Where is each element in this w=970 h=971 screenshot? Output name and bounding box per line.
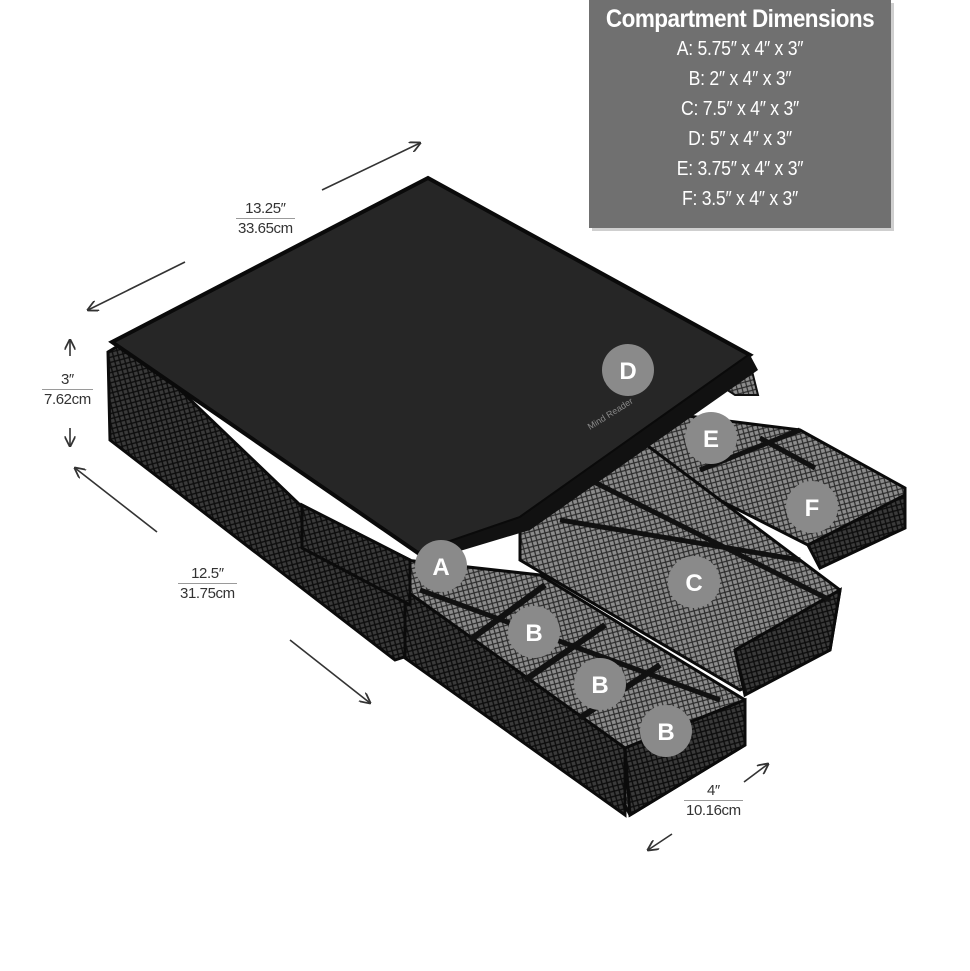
depth-cm: 31.75cm xyxy=(180,585,235,602)
panel-line-d: D: 5″ x 4″ x 3″ xyxy=(688,128,792,150)
height-dimension-label: 3″ 7.62cm xyxy=(42,370,93,409)
badge-a: A xyxy=(415,540,467,592)
badge-d: D xyxy=(602,344,654,396)
svg-text:B: B xyxy=(591,672,608,699)
depth-arrow-front xyxy=(289,639,370,703)
svg-text:F: F xyxy=(805,495,820,522)
width-cm: 33.65cm xyxy=(238,220,293,237)
badge-f: F xyxy=(786,481,838,533)
drawer-middle-front-panel xyxy=(733,587,842,698)
width-dimension-label: 13.25″ 33.65cm xyxy=(236,199,295,238)
width-inches: 13.25″ xyxy=(236,199,295,219)
panel-title: Compartment Dimensions xyxy=(605,5,875,33)
badge-b-3: B xyxy=(640,705,692,757)
drawer-front-side-panel xyxy=(403,587,627,818)
drawer-inches: 4″ xyxy=(684,781,743,801)
panel-line-f: F: 3.5″ x 4″ x 3″ xyxy=(682,188,798,210)
organizer-body: Mind Reader xyxy=(106,175,907,818)
drawer-back-front-panel xyxy=(805,492,907,570)
housing-front-handle xyxy=(300,502,412,608)
svg-text:D: D xyxy=(619,358,636,385)
depth-inches: 12.5″ xyxy=(178,564,237,584)
drawer-cm: 10.16cm xyxy=(686,802,741,819)
drawer-arrow-right xyxy=(743,764,768,783)
badge-e: E xyxy=(685,412,737,464)
depth-arrow-back xyxy=(75,468,158,533)
top-surface-edge xyxy=(418,355,758,563)
badge-c: C xyxy=(668,556,720,608)
svg-text:B: B xyxy=(525,620,542,647)
compartment-dimensions-panel: Compartment Dimensions A: 5.75″ x 4″ x 3… xyxy=(589,0,891,228)
panel-line-c: C: 7.5″ x 4″ x 3″ xyxy=(681,98,799,120)
badge-b-1: B xyxy=(508,606,560,658)
width-arrow-right xyxy=(321,143,420,191)
width-arrow-left xyxy=(88,261,186,310)
depth-dimension-label: 12.5″ 31.75cm xyxy=(178,564,237,603)
svg-text:E: E xyxy=(703,426,719,453)
drawer-front-face xyxy=(623,697,747,818)
svg-text:B: B xyxy=(657,719,674,746)
badge-b-2: B xyxy=(574,658,626,710)
height-cm: 7.62cm xyxy=(44,391,91,408)
drawer-dimension-label: 4″ 10.16cm xyxy=(684,781,743,820)
dimension-arrows xyxy=(70,143,768,850)
compartment-badges: D E F A C B B xyxy=(415,344,838,757)
panel-line-e: E: 3.75″ x 4″ x 3″ xyxy=(676,158,804,180)
panel-line-b: B: 2″ x 4″ x 3″ xyxy=(688,68,792,90)
drawer-arrow-left xyxy=(648,833,673,850)
svg-text:A: A xyxy=(432,554,449,581)
height-inches: 3″ xyxy=(42,370,93,390)
panel-line-a: A: 5.75″ x 4″ x 3″ xyxy=(676,38,804,60)
svg-text:C: C xyxy=(685,570,702,597)
